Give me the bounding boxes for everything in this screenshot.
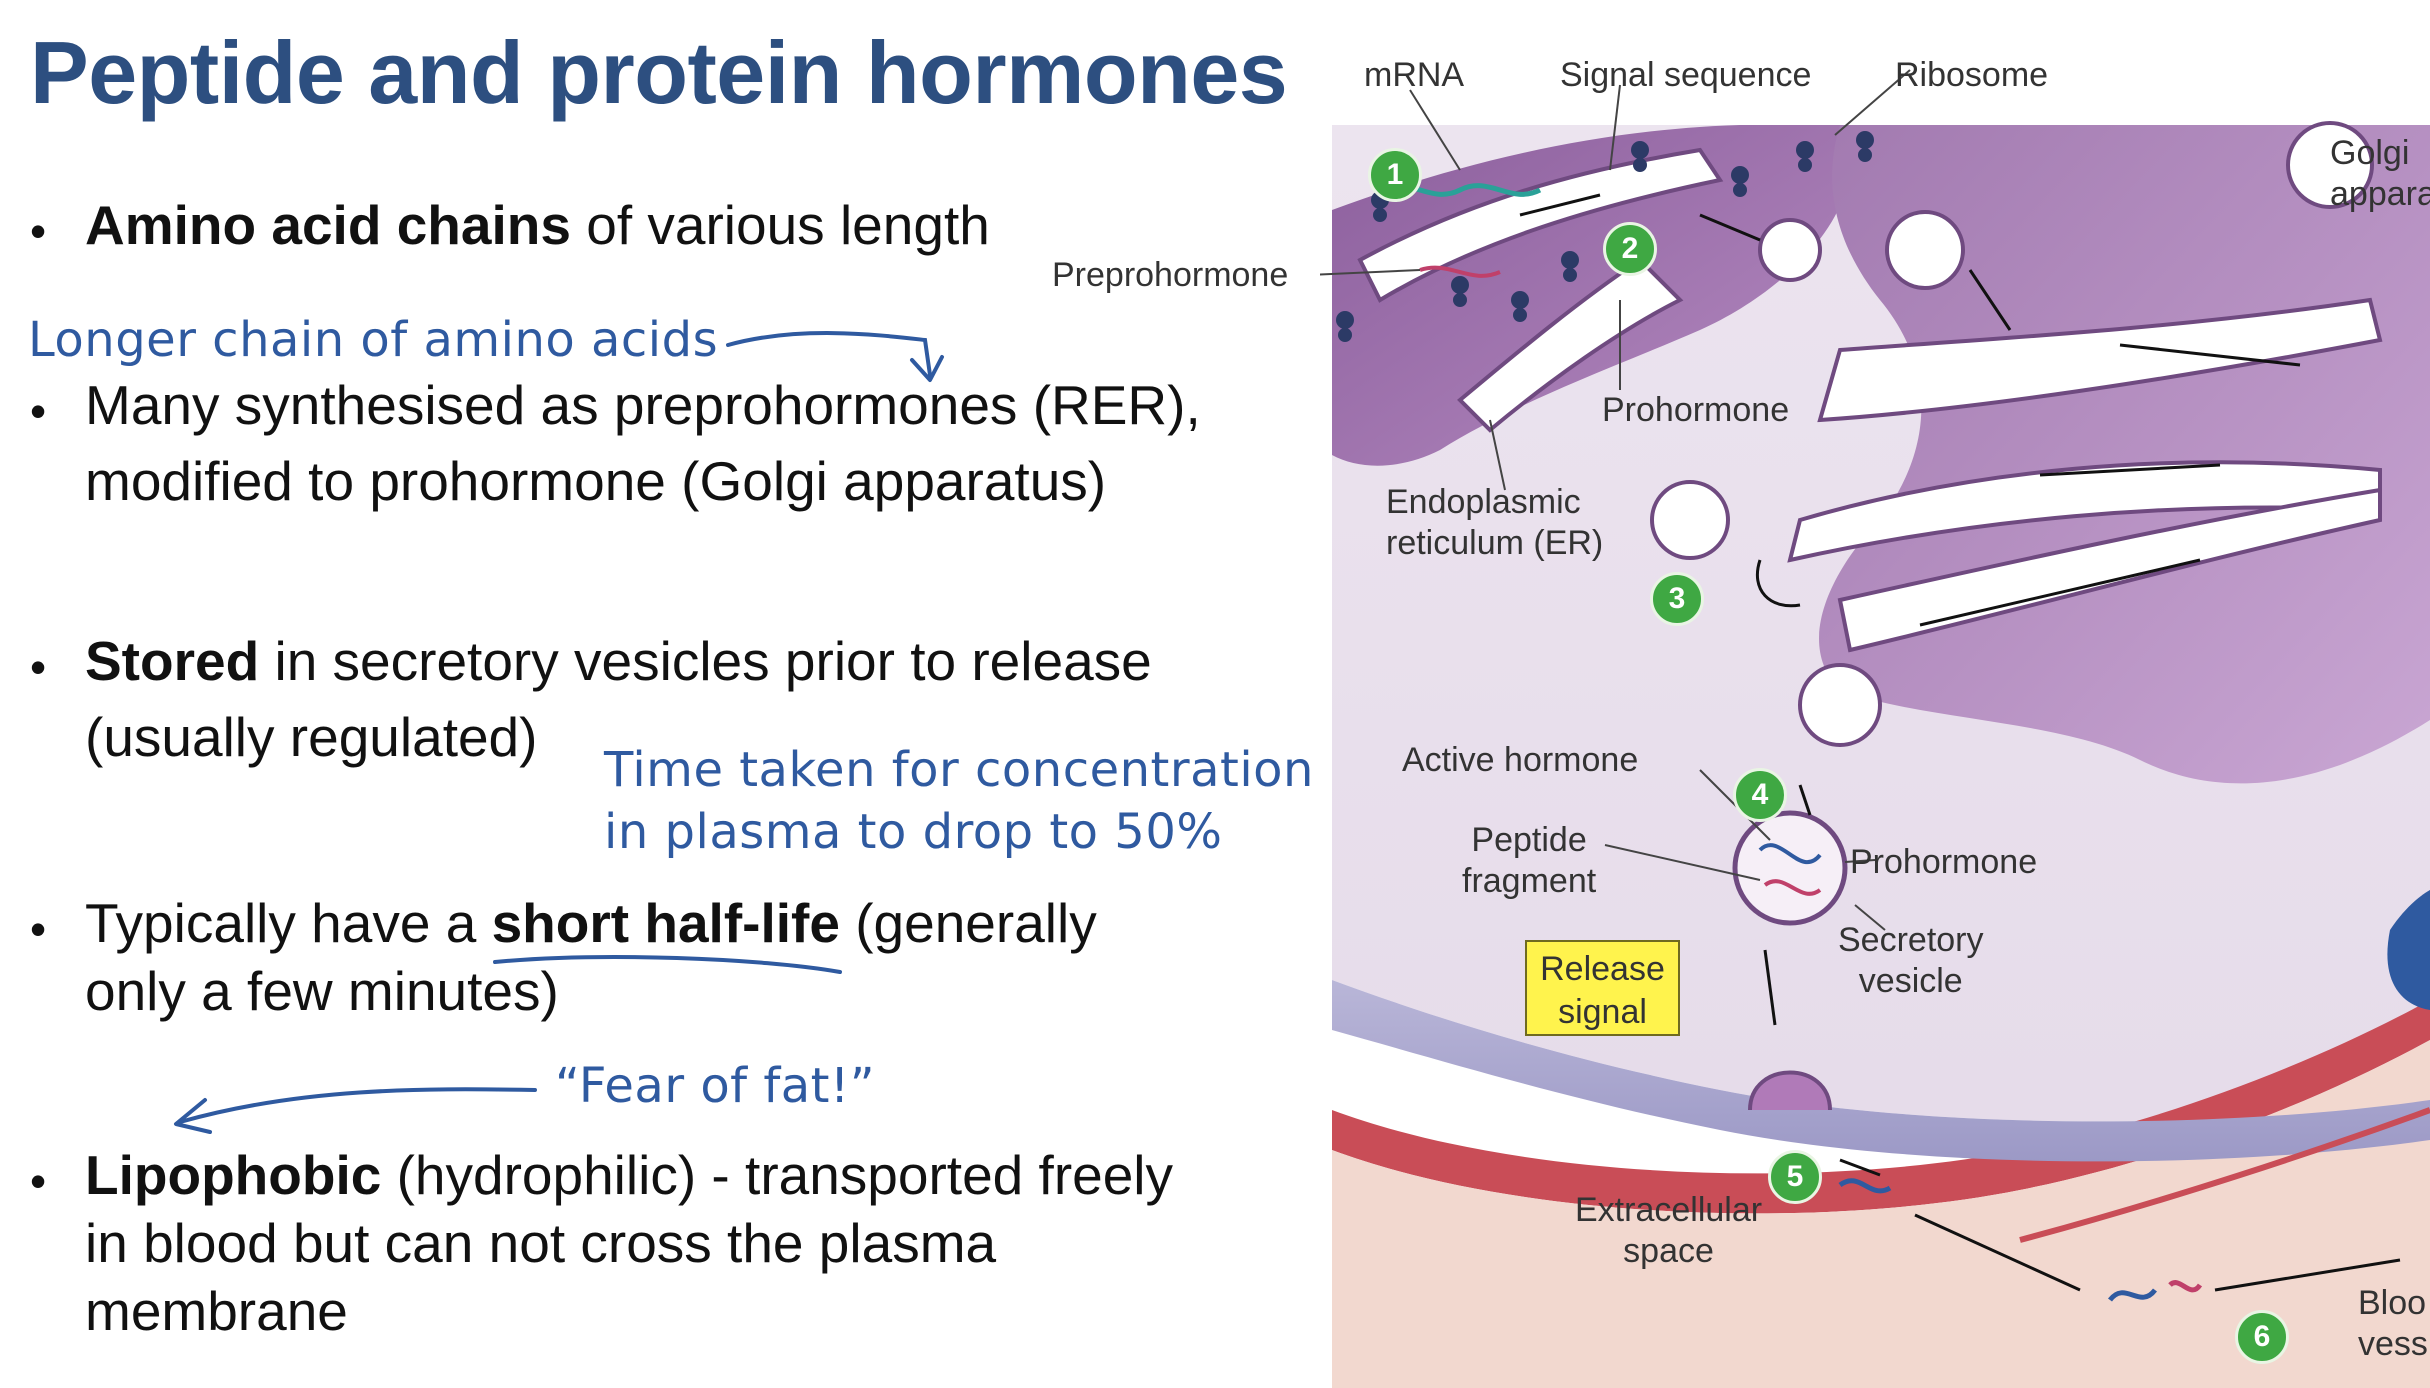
label-golgi-apparatus: Golgi appara bbox=[2330, 133, 2430, 215]
step-badge-6: 6 bbox=[2235, 1310, 2289, 1364]
transport-vesicle bbox=[1798, 663, 1882, 747]
hormone-strand bbox=[1758, 843, 1822, 865]
cell-membrane bbox=[1332, 980, 2430, 1162]
bullet-lipophobic: • Lipophobic (hydrophilic) - transported… bbox=[30, 1142, 1173, 1344]
transport-vesicle bbox=[1650, 480, 1730, 560]
bullet-text: only a few minutes) bbox=[85, 960, 559, 1022]
annotation-line: Time taken for concentration bbox=[604, 742, 1314, 798]
golgi-cisterna bbox=[1837, 487, 2382, 653]
label-line: reticulum (ER) bbox=[1386, 523, 1604, 562]
label-line: Secretory bbox=[1838, 921, 1984, 959]
bullet-text: (hydrophilic) - transported freely bbox=[381, 1144, 1174, 1206]
secretory-vesicle bbox=[1732, 810, 1848, 926]
label-line: signal bbox=[1558, 992, 1647, 1031]
label-preprohormone: Preprohormone bbox=[1052, 256, 1289, 294]
label-line: vess bbox=[2358, 1324, 2428, 1363]
annotation-longer-chain: Longer chain of amino acids bbox=[28, 312, 719, 368]
bullet-text: (usually regulated) bbox=[85, 706, 538, 768]
arrow-fear-of-fat-head bbox=[174, 1098, 212, 1134]
label-line: Peptide bbox=[1471, 821, 1587, 859]
bullet-text: Typically have a bbox=[85, 892, 492, 954]
label-prohormone-er: Prohormone bbox=[1602, 391, 1790, 429]
transport-vesicle bbox=[1885, 210, 1965, 290]
arrow-longer-chain bbox=[726, 331, 932, 377]
pathway-arrows bbox=[1519, 193, 2401, 1292]
annotation-ink-layer bbox=[174, 331, 944, 1134]
bullet-amino-acid-chains: • Amino acid chains of various length bbox=[30, 192, 990, 258]
prohormone-vesicle bbox=[1758, 218, 1822, 282]
bullet-dot: • bbox=[30, 385, 47, 437]
step-badge-5: 5 bbox=[1768, 1150, 1822, 1204]
nucleus-edge bbox=[2387, 890, 2430, 1010]
label-prohormone-vesicle: Prohormone bbox=[1850, 843, 2038, 881]
er-lumen bbox=[1457, 257, 1684, 433]
slide-title: Peptide and protein hormones bbox=[30, 23, 1288, 122]
bullet-text: in secretory vesicles prior to release bbox=[259, 630, 1152, 692]
label-peptide-fragment: Peptide fragment bbox=[1462, 820, 1596, 902]
exocytosis-bud bbox=[1748, 1070, 1832, 1111]
golgi-vesicle bbox=[2286, 121, 2374, 209]
bullet-text: membrane bbox=[85, 1280, 348, 1342]
bullet-half-life: • Typically have a short half-life (gene… bbox=[30, 890, 1097, 1024]
annotation-fear-of-fat: “Fear of fat!” bbox=[555, 1058, 876, 1114]
annotation-half-life-definition: Time taken for concentration in plasma t… bbox=[604, 742, 1314, 860]
preprohormone-strand bbox=[1419, 265, 1501, 278]
label-blood-vessel: Bloo vess bbox=[2358, 1283, 2428, 1365]
bullet-dot: • bbox=[30, 641, 47, 693]
label-leader-lines bbox=[1320, 69, 1911, 931]
plasma-membrane bbox=[1332, 1000, 2430, 1214]
blood-vessel-edge bbox=[2019, 1107, 2430, 1243]
release-signal-box: Release signal bbox=[1525, 940, 1680, 1036]
label-active-hormone: Active hormone bbox=[1402, 741, 1639, 779]
label-secretory-vesicle: Secretory vesicle bbox=[1838, 920, 1984, 1002]
step-badge-4: 4 bbox=[1733, 768, 1787, 822]
label-mrna: mRNA bbox=[1364, 56, 1465, 94]
cell-diagram bbox=[1320, 69, 2430, 1388]
bullet-bold-text: Lipophobic bbox=[85, 1144, 382, 1206]
bullet-dot: • bbox=[30, 903, 47, 955]
label-line: Golgi bbox=[2330, 134, 2410, 172]
golgi-cisterna bbox=[1817, 297, 2383, 423]
bullet-text: modified to prohormone (Golgi apparatus) bbox=[85, 450, 1107, 512]
bullet-bold-text: Amino acid chains bbox=[85, 194, 571, 256]
released-hormone bbox=[2168, 1280, 2203, 1293]
bullet-dot: • bbox=[30, 1155, 47, 1207]
bullet-bold-text: Stored bbox=[85, 630, 260, 692]
bullet-text: Many synthesised as preprohormones (RER)… bbox=[85, 374, 1201, 436]
hormone-strand bbox=[1763, 879, 1822, 896]
bullet-stored: • Stored in secretory vesicles prior to … bbox=[30, 628, 1152, 770]
released-hormone bbox=[2108, 1288, 2157, 1302]
label-line: Extracellular bbox=[1575, 1191, 1763, 1229]
bullet-preprohormones: • Many synthesised as preprohormones (RE… bbox=[30, 372, 1201, 514]
label-endoplasmic-reticulum: Endoplasmic reticulum (ER) bbox=[1386, 482, 1603, 564]
label-line: Bloo bbox=[2358, 1284, 2427, 1322]
label-line: appara bbox=[2330, 174, 2430, 213]
extracellular-fluid bbox=[1332, 1040, 2430, 1388]
bullet-text: in blood but can not cross the plasma bbox=[85, 1212, 997, 1274]
arrow-longer-chain-head bbox=[910, 355, 944, 382]
annotation-line: in plasma to drop to 50% bbox=[604, 804, 1223, 860]
step-badge-2: 2 bbox=[1603, 222, 1657, 276]
bullet-dot: • bbox=[30, 205, 47, 257]
released-hormone bbox=[1838, 1178, 1892, 1194]
arrow-fear-of-fat bbox=[178, 1087, 537, 1124]
underline-short-half-life bbox=[493, 955, 842, 974]
label-line: fragment bbox=[1462, 861, 1597, 900]
label-signal-sequence: Signal sequence bbox=[1560, 56, 1812, 94]
step-badge-3: 3 bbox=[1650, 572, 1704, 626]
label-line: Release bbox=[1540, 950, 1665, 988]
label-extracellular-space: Extracellular space bbox=[1575, 1190, 1762, 1272]
label-line: vesicle bbox=[1858, 961, 1963, 1000]
label-line: Endoplasmic bbox=[1386, 483, 1581, 521]
label-line: space bbox=[1623, 1231, 1714, 1270]
bullet-text: (generally bbox=[839, 892, 1097, 954]
label-ribosome: Ribosome bbox=[1895, 56, 2049, 94]
step-badge-1: 1 bbox=[1368, 148, 1422, 202]
bullet-text: of various length bbox=[570, 194, 990, 256]
bullet-bold-text: short half-life bbox=[491, 892, 840, 954]
er-lumen bbox=[1357, 147, 1724, 303]
ribosome-icons bbox=[1336, 131, 1874, 342]
